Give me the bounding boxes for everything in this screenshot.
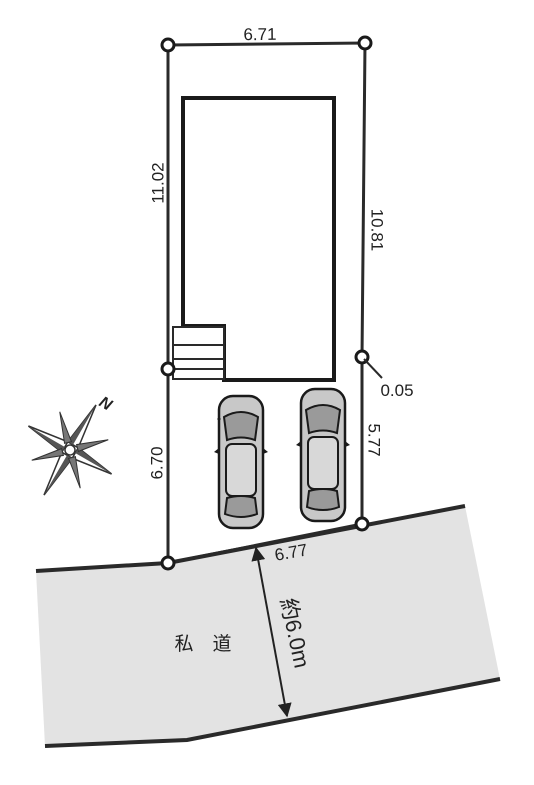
car-left — [214, 394, 268, 530]
dim-left-lower: 6.70 — [148, 446, 167, 479]
boundary-marker — [160, 37, 176, 53]
dim-top: 6.71 — [243, 25, 276, 44]
dim-right-upper: 10.81 — [368, 209, 387, 252]
compass-star-icon — [27, 404, 113, 496]
car-right — [296, 387, 350, 523]
boundary-marker — [160, 555, 176, 571]
boundary-markers — [160, 35, 373, 571]
compass-rose — [27, 404, 113, 496]
dim-left-upper: 11.02 — [149, 162, 168, 203]
dim-right-offset: 0.05 — [380, 381, 413, 400]
road-label: 私 道 — [174, 633, 231, 655]
road-edge-south — [44, 677, 501, 748]
boundary-marker — [160, 361, 176, 377]
dim-right-lower: 5.77 — [365, 423, 384, 456]
lot-boundary — [166, 41, 367, 565]
boundary-marker — [357, 35, 373, 51]
offset-leader — [363, 358, 383, 379]
entrance-steps — [172, 326, 225, 380]
road-width-arrow — [251, 546, 292, 718]
boundary-marker — [354, 516, 370, 532]
compass-north-label: N — [96, 394, 115, 415]
